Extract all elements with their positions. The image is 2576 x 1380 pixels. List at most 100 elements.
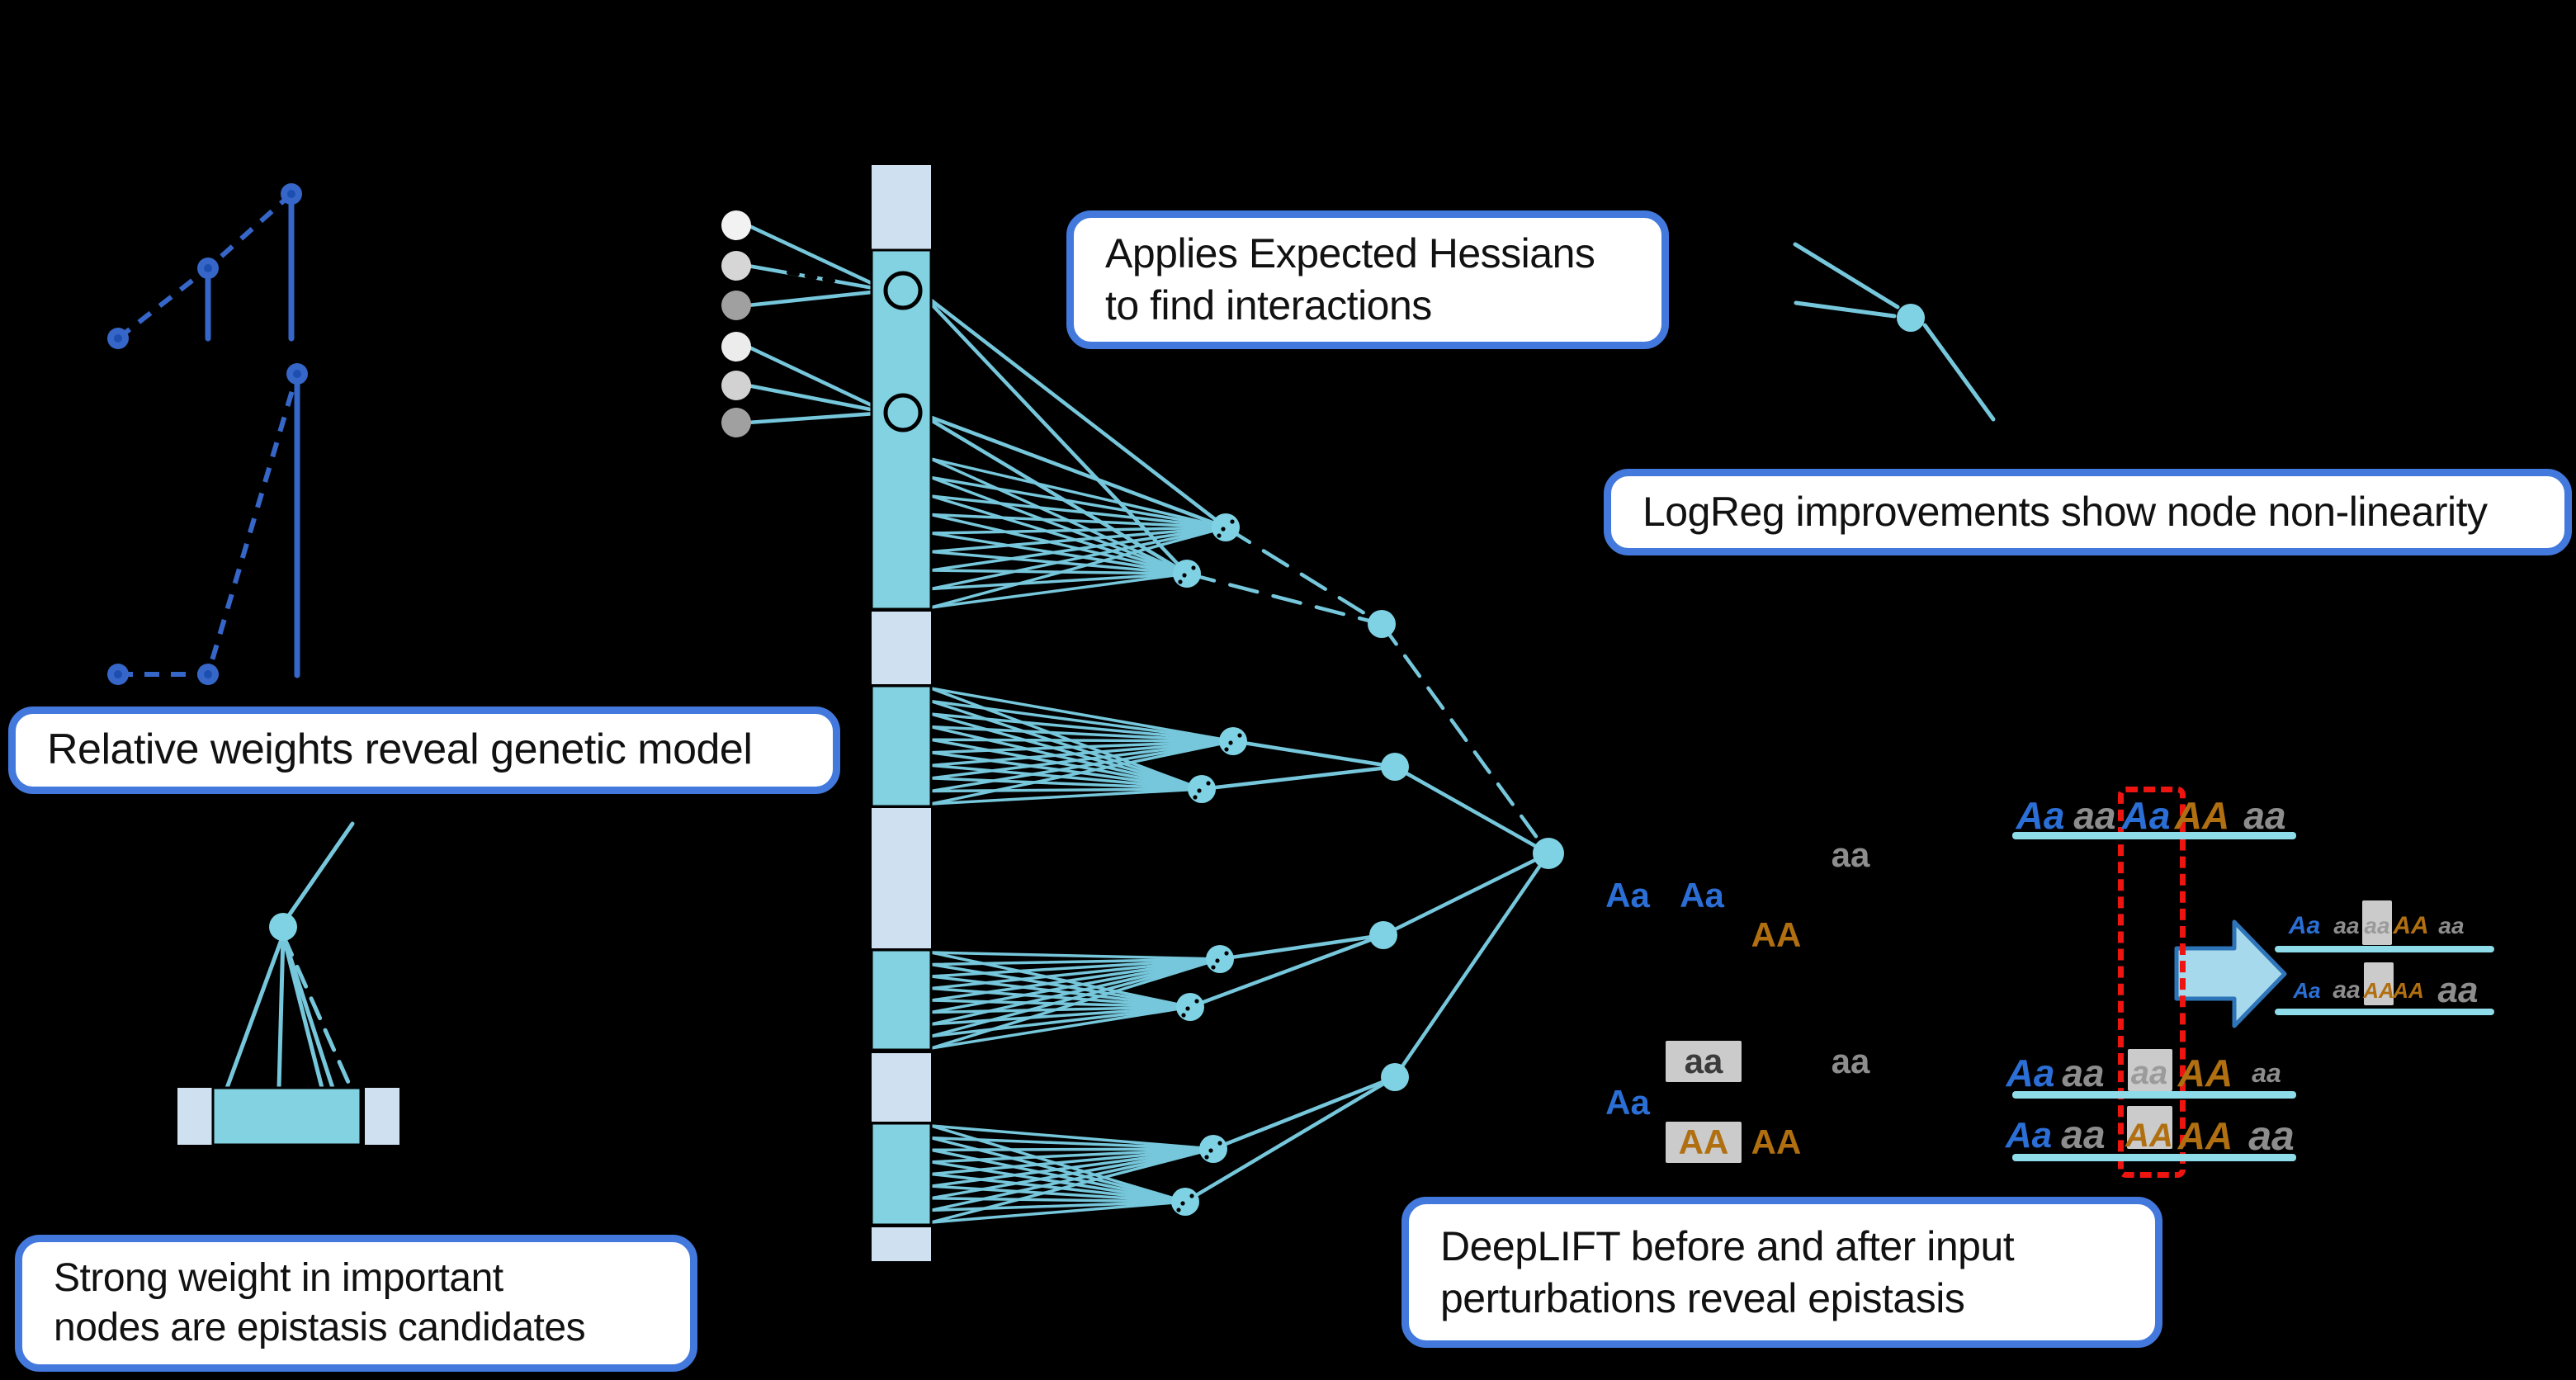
hidden-pair-node xyxy=(1173,560,1201,588)
fan-edge xyxy=(929,738,1203,791)
mid-node xyxy=(1369,921,1397,949)
fan-edge xyxy=(929,740,1235,806)
haplotype-row-top-label: Aa xyxy=(2016,794,2065,837)
fan-edge xyxy=(929,1147,1215,1224)
input-edge xyxy=(745,344,890,415)
fan-edge xyxy=(929,740,1235,793)
weight-fan-line-dashed xyxy=(281,933,353,1090)
fan-edge xyxy=(929,986,1192,1009)
pair-mid-edge xyxy=(1184,571,1384,626)
fan-edge xyxy=(929,740,1235,754)
snp-column-segment-pale xyxy=(872,808,931,948)
haplotype-row-perturb-2-label: aa xyxy=(2061,1113,2106,1157)
snp-column-segment-cyan xyxy=(870,948,933,1052)
haplotype-row-top-label: aa xyxy=(2243,794,2286,837)
fan-edge xyxy=(929,787,1203,793)
haplotype-row-perturb-1-label: aa xyxy=(2130,1055,2168,1091)
fan-edge xyxy=(929,1147,1215,1200)
haplotype-row-perturb-2-label: aa xyxy=(2248,1113,2295,1159)
genotype-label-before: Aa xyxy=(1605,876,1650,914)
result-row-2-chromosome-bar xyxy=(2275,1009,2494,1015)
hidden-pair-node xyxy=(1171,1188,1199,1216)
input-dot xyxy=(721,332,751,362)
fan-edge xyxy=(929,1147,1215,1212)
result-row-1-label: aa xyxy=(2333,913,2360,938)
fan-edge xyxy=(929,951,1222,961)
node-speck xyxy=(1230,519,1235,524)
fan-edge xyxy=(929,957,1222,978)
fan-edge xyxy=(929,957,1222,1014)
callout-text: to find interactions xyxy=(1105,282,1432,328)
fan-edge xyxy=(929,1005,1192,1050)
fan-edge xyxy=(929,962,1192,1009)
callout-expected-hessians: Applies Expected Hessians to find intera… xyxy=(1066,210,1669,349)
fan-edge xyxy=(929,1147,1215,1176)
column-ring-node xyxy=(883,393,923,432)
result-row-2-label: AA xyxy=(2393,978,2424,1003)
pair-mid-edge xyxy=(1199,764,1397,792)
haplotype-row-perturb-2-chromosome-bar xyxy=(2012,1154,2296,1161)
pair-mid-edge xyxy=(1217,933,1386,962)
fan-edge xyxy=(929,951,1192,1009)
genotype-highlight-box xyxy=(2364,962,2394,1005)
node-speck xyxy=(1221,527,1226,532)
fan-edge xyxy=(929,738,1235,743)
fan-edge xyxy=(929,1147,1215,1188)
genotype-highlight-box xyxy=(2362,900,2392,945)
node-speck xyxy=(1224,951,1229,956)
fan-edge xyxy=(929,699,1203,791)
hidden-pair-node xyxy=(1219,727,1247,755)
genotype-label-after: AA xyxy=(1678,1122,1729,1161)
result-row-2-label: aa xyxy=(2437,970,2479,1010)
result-row-2-label: Aa xyxy=(2293,978,2321,1003)
genotype-label-before: Aa xyxy=(1680,876,1724,914)
callout-logreg: LogReg improvements show node non-linear… xyxy=(1604,469,2572,555)
fan-edge xyxy=(929,740,1235,780)
pair-mid-edge xyxy=(1211,1075,1397,1151)
fan-edge xyxy=(929,687,1235,743)
fan-edge xyxy=(929,475,1189,575)
fan-edge xyxy=(929,725,1203,791)
fan-edge xyxy=(929,526,1227,554)
fan-edge xyxy=(929,957,1222,966)
mid-output-edge xyxy=(1392,764,1551,856)
fan-edge xyxy=(929,999,1192,1009)
ring-edge xyxy=(916,410,1228,530)
fan-edge xyxy=(929,513,1227,529)
genotype-label-after: aa xyxy=(1684,1042,1723,1080)
fan-edge xyxy=(929,957,1222,990)
fan-edge xyxy=(929,1147,1215,1164)
input-dot xyxy=(721,408,751,437)
result-row-1-chromosome-bar xyxy=(2275,946,2494,952)
callout-text: Applies Expected Hessians xyxy=(1105,230,1595,276)
callout-text: Strong weight in important xyxy=(54,1255,503,1300)
input-edge xyxy=(745,410,890,425)
weight-node xyxy=(269,913,297,941)
node-speck xyxy=(1191,565,1196,570)
fan-edge xyxy=(929,526,1227,535)
haplotype-row-top-chromosome-bar xyxy=(2012,832,2296,839)
recessive-model-plot-point-core xyxy=(204,670,212,678)
callout-text: perturbations reveal epistasis xyxy=(1440,1274,1965,1321)
genotype-highlight-box xyxy=(2127,1106,2172,1149)
fan-edge xyxy=(929,1147,1215,1151)
node-speck xyxy=(1217,1141,1222,1146)
logreg-line xyxy=(1794,300,1897,319)
recessive-model-plot-point-core xyxy=(293,370,301,378)
fan-edge xyxy=(929,475,1227,529)
haplotype-row-perturb-1-label: Aa xyxy=(2006,1052,2055,1094)
fan-edge xyxy=(929,1136,1215,1151)
haplotype-row-perturb-1-chromosome-bar xyxy=(2012,1091,2296,1099)
weight-bar-pale-right xyxy=(365,1088,399,1145)
callout-text: LogReg improvements show node non-linear… xyxy=(1642,489,2488,535)
genotype-label-after: aa xyxy=(1831,1042,1870,1080)
haplotype-row-top-label: Aa xyxy=(2121,794,2171,837)
snp-column-segment-pale xyxy=(872,1053,931,1122)
pair-mid-edge xyxy=(1188,933,1386,1009)
weight-tail-line xyxy=(285,821,355,920)
mid-output-edge xyxy=(1379,621,1551,856)
callout-relative-weights: Relative weights reveal genetic model xyxy=(8,707,840,794)
node-speck xyxy=(1215,958,1220,963)
fan-edge xyxy=(929,777,1203,791)
